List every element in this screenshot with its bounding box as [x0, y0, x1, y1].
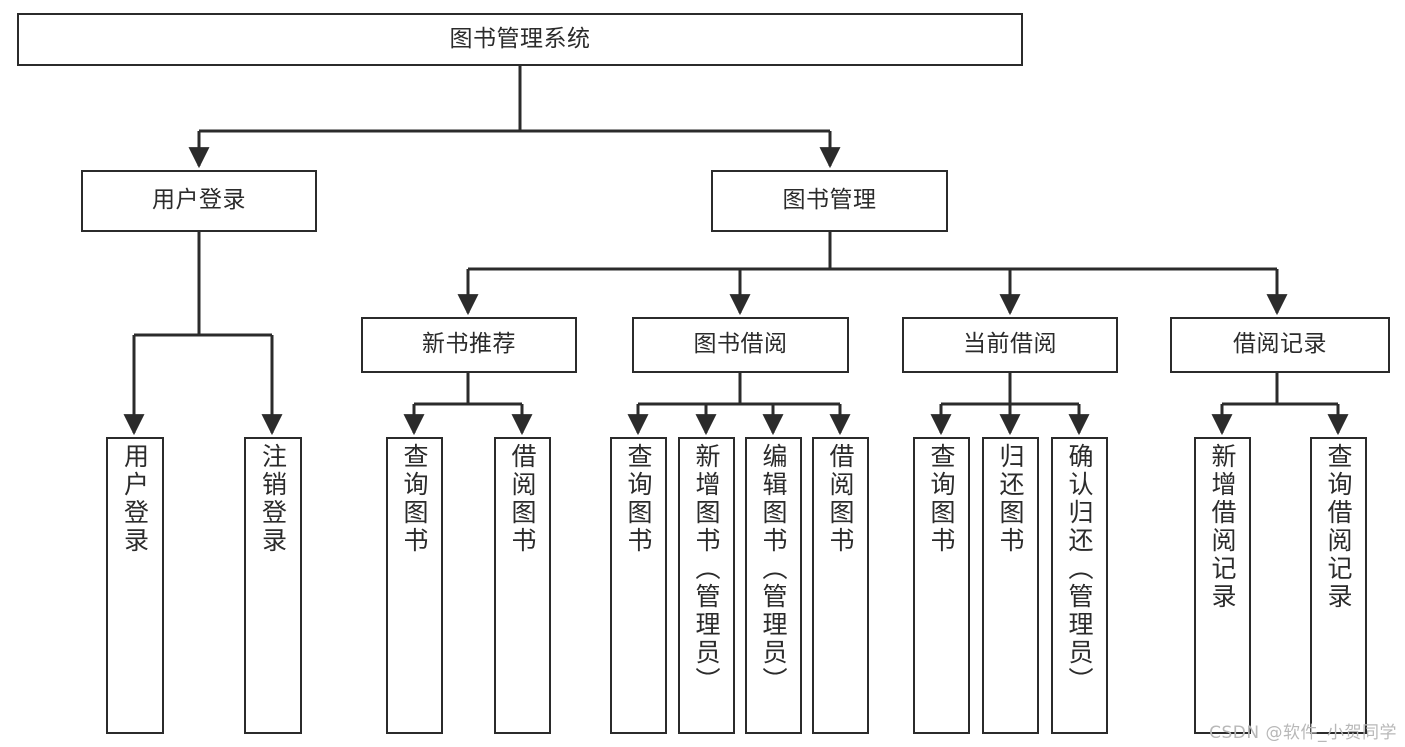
leaf-book-borrow-edit-book-admin[interactable]: 编辑图书（管理员） — [745, 437, 802, 734]
node-label: 查询图书 — [927, 443, 956, 555]
node-label: 图书借阅 — [693, 331, 788, 358]
node-label: 归还图书 — [996, 443, 1025, 555]
leaf-borrow-record-query-record[interactable]: 查询借阅记录 — [1310, 437, 1367, 734]
leaf-borrow-record-add-record[interactable]: 新增借阅记录 — [1194, 437, 1251, 734]
node-label: 新书推荐 — [422, 331, 516, 358]
leaf-book-borrow-borrow-book[interactable]: 借阅图书 — [812, 437, 869, 734]
node-label: 当前借阅 — [963, 331, 1057, 358]
leaf-current-borrow-confirm-return-admin[interactable]: 确认归还（管理员） — [1051, 437, 1108, 734]
node-user-login[interactable]: 用户登录 — [81, 170, 317, 232]
node-label: 查询借阅记录 — [1324, 443, 1353, 611]
node-root-book-management-system[interactable]: 图书管理系统 — [17, 13, 1023, 66]
node-label: 借阅图书 — [508, 443, 537, 555]
leaf-book-borrow-add-book-admin[interactable]: 新增图书（管理员） — [678, 437, 735, 734]
node-borrowing-record[interactable]: 借阅记录 — [1170, 317, 1390, 373]
node-new-book-recommendation[interactable]: 新书推荐 — [361, 317, 577, 373]
node-label: 借阅记录 — [1233, 331, 1327, 358]
node-label: 新增图书（管理员） — [692, 443, 721, 695]
node-label: 用户登录 — [152, 187, 246, 214]
node-book-management[interactable]: 图书管理 — [711, 170, 948, 232]
leaf-new-book-borrow-book[interactable]: 借阅图书 — [494, 437, 551, 734]
node-label: 确认归还（管理员） — [1065, 443, 1094, 695]
node-label: 图书管理 — [782, 187, 877, 214]
leaf-current-borrow-query-book[interactable]: 查询图书 — [913, 437, 970, 734]
node-label: 借阅图书 — [826, 443, 855, 555]
leaf-book-borrow-query-book[interactable]: 查询图书 — [610, 437, 667, 734]
node-current-borrowing[interactable]: 当前借阅 — [902, 317, 1118, 373]
node-label: 注销登录 — [258, 443, 288, 555]
node-label: 查询图书 — [400, 443, 429, 555]
node-label: 图书管理系统 — [449, 25, 591, 52]
leaf-new-book-query-book[interactable]: 查询图书 — [386, 437, 443, 734]
leaf-user-login-logout[interactable]: 注销登录 — [244, 437, 302, 734]
node-label: 新增借阅记录 — [1208, 443, 1237, 611]
leaf-user-login-login[interactable]: 用户登录 — [106, 437, 164, 734]
node-label: 编辑图书（管理员） — [759, 443, 788, 695]
node-label: 用户登录 — [120, 443, 150, 555]
node-label: 查询图书 — [624, 443, 653, 555]
leaf-current-borrow-return-book[interactable]: 归还图书 — [982, 437, 1039, 734]
node-book-borrowing[interactable]: 图书借阅 — [632, 317, 849, 373]
